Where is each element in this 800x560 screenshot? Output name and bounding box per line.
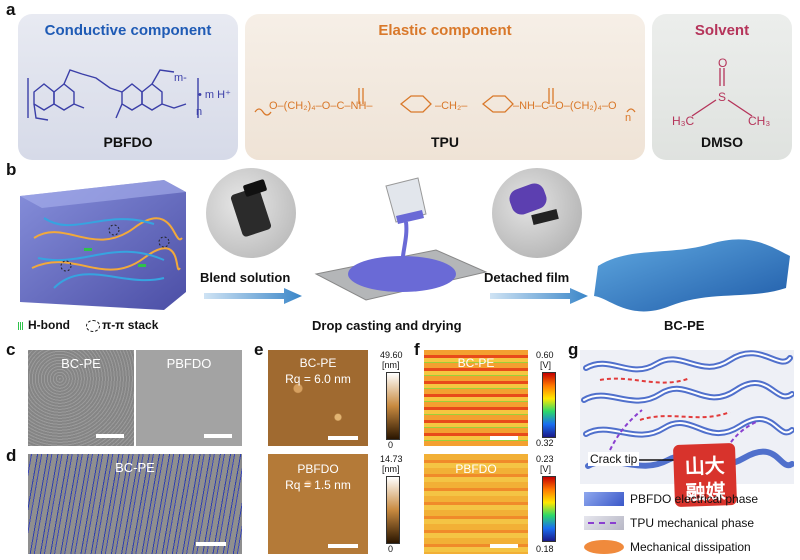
dmso-s-atom: S bbox=[718, 90, 727, 104]
segmented-sem-label: BC-PE bbox=[115, 460, 155, 475]
sem-label-pbfdo: PBFDO bbox=[166, 356, 212, 371]
conductive-component-box: Conductive component m- • m H⁺ n PBFDO bbox=[18, 14, 238, 160]
panel-label-b: b bbox=[6, 160, 17, 179]
step-drop-casting-label: Drop casting and drying bbox=[312, 318, 462, 333]
sem-image-pbfdo: PBFDO bbox=[136, 350, 242, 446]
kpfm-map-bc-pe: BC-PE bbox=[424, 350, 528, 446]
dmso-structure bbox=[691, 68, 753, 117]
panel-label-d: d bbox=[6, 446, 17, 465]
mechanical-phase-label: TPU mechanical phase bbox=[630, 516, 755, 530]
pi-stack-legend-swatch bbox=[86, 320, 100, 332]
afm-top-colorbar bbox=[386, 372, 400, 440]
kpfm-bottom-unit: [V] bbox=[540, 464, 552, 474]
kpfm-top-colorbar bbox=[542, 372, 556, 438]
dissipation-label: Mechanical dissipation bbox=[630, 540, 751, 554]
afm-rq-bc-pe: Rq = 6.0 nm bbox=[285, 372, 351, 386]
kpfm-bottom-max: 0.23 bbox=[536, 454, 554, 464]
bc-pe-film bbox=[594, 239, 790, 312]
kpfm-bottom-colorbar bbox=[542, 476, 556, 542]
sem-label-bc-pe: BC-PE bbox=[61, 356, 101, 371]
conductive-title: Conductive component bbox=[44, 22, 212, 39]
elastic-component-box: Elastic component O–(CH₂)₄–O–C–NH– –CH₂–… bbox=[245, 14, 645, 160]
dmso-right-methyl: CH₃ bbox=[748, 114, 771, 128]
pbfdo-structure bbox=[27, 69, 199, 121]
afm-bottom-min: 0 bbox=[388, 544, 394, 554]
kpfm-top-unit: [V] bbox=[540, 360, 552, 370]
afm-top-min: 0 bbox=[388, 440, 394, 450]
pbfdo-name: PBFDO bbox=[103, 134, 153, 150]
tpu-name: TPU bbox=[431, 134, 459, 150]
scale-bar bbox=[328, 544, 358, 548]
dmso-o-atom: O bbox=[718, 56, 728, 70]
electrical-phase-label: PBFDO electrical phase bbox=[630, 492, 759, 506]
kpfm-bottom-min: 0.18 bbox=[536, 544, 554, 554]
afm-bottom-colorbar bbox=[386, 476, 400, 544]
pbfdo-n-label: n bbox=[196, 106, 203, 118]
dissipation-swatch bbox=[584, 540, 624, 554]
kpfm-map-pbfdo: PBFDO bbox=[424, 454, 528, 554]
pi-stack-legend-label: π-π stack bbox=[102, 318, 159, 332]
crack-tip-label: Crack tip bbox=[588, 452, 640, 466]
panel-label-e: e bbox=[254, 340, 264, 359]
panel-label-c: c bbox=[6, 340, 16, 359]
product-label: BC-PE bbox=[664, 318, 705, 333]
step-blend-label: Blend solution bbox=[200, 270, 291, 285]
sem-image-bc-pe: BC-PE bbox=[28, 350, 134, 446]
panel-label-g: g bbox=[568, 340, 579, 359]
polymer-network-cube bbox=[20, 180, 186, 310]
dmso-left-methyl: H₃C bbox=[672, 114, 695, 128]
kpfm-name-bc-pe: BC-PE bbox=[457, 356, 495, 370]
hbond-legend-label: H-bond bbox=[28, 318, 70, 332]
scale-bar bbox=[490, 544, 518, 548]
segmented-sem-bc-pe: BC-PE bbox=[28, 454, 242, 554]
hbond-legend-swatch bbox=[18, 322, 24, 330]
pbfdo-h-label: • m H⁺ bbox=[198, 89, 231, 101]
kpfm-top-min: 0.32 bbox=[536, 438, 554, 448]
afm-top-unit: [nm] bbox=[382, 360, 400, 370]
afm-top-max: 49.60 bbox=[380, 350, 403, 360]
tpu-n-label: n bbox=[625, 112, 632, 124]
tpu-chain-start: O–(CH₂)₄–O–C–NH– bbox=[269, 100, 373, 112]
afm-name-pbfdo: PBFDO bbox=[297, 462, 339, 476]
vial-photo bbox=[206, 168, 296, 258]
solvent-box: Solvent O S H₃C CH₃ DMSO bbox=[652, 14, 792, 160]
afm-rq-pbfdo: Rq = 1.5 nm bbox=[285, 478, 351, 492]
afm-height-pbfdo: PBFDO Rq = 1.5 nm bbox=[268, 454, 368, 554]
panel-label-a: a bbox=[6, 0, 16, 19]
scale-bar bbox=[490, 436, 518, 440]
kpfm-top-max: 0.60 bbox=[536, 350, 554, 360]
electrical-phase-swatch bbox=[584, 492, 624, 506]
pbfdo-m-label: m- bbox=[174, 72, 187, 84]
afm-name-bc-pe: BC-PE bbox=[299, 356, 337, 370]
scale-bar bbox=[196, 542, 226, 546]
solvent-title: Solvent bbox=[694, 22, 750, 39]
arrow-blend bbox=[204, 288, 302, 304]
kpfm-name-pbfdo: PBFDO bbox=[455, 462, 497, 476]
tpu-structure bbox=[254, 88, 636, 116]
afm-bottom-max: 14.73 bbox=[380, 454, 403, 464]
drop-casting-illustration bbox=[314, 177, 488, 301]
step-detached-label: Detached film bbox=[484, 270, 570, 285]
mechanical-phase-swatch bbox=[584, 516, 624, 530]
afm-bottom-unit: [nm] bbox=[382, 464, 400, 474]
scale-bar bbox=[96, 434, 124, 438]
tpu-chain-end: –NH–C–O–(CH₂)₄–O bbox=[513, 100, 617, 112]
afm-height-bc-pe: BC-PE Rq = 6.0 nm bbox=[268, 350, 368, 446]
dmso-name: DMSO bbox=[701, 134, 743, 150]
tpu-chain-mid: –CH₂– bbox=[435, 100, 468, 112]
elastic-title: Elastic component bbox=[378, 22, 512, 39]
scale-bar bbox=[328, 436, 358, 440]
arrow-detached bbox=[490, 288, 588, 304]
peel-photo bbox=[492, 168, 582, 258]
scale-bar bbox=[204, 434, 232, 438]
panel-label-f: f bbox=[414, 340, 420, 359]
